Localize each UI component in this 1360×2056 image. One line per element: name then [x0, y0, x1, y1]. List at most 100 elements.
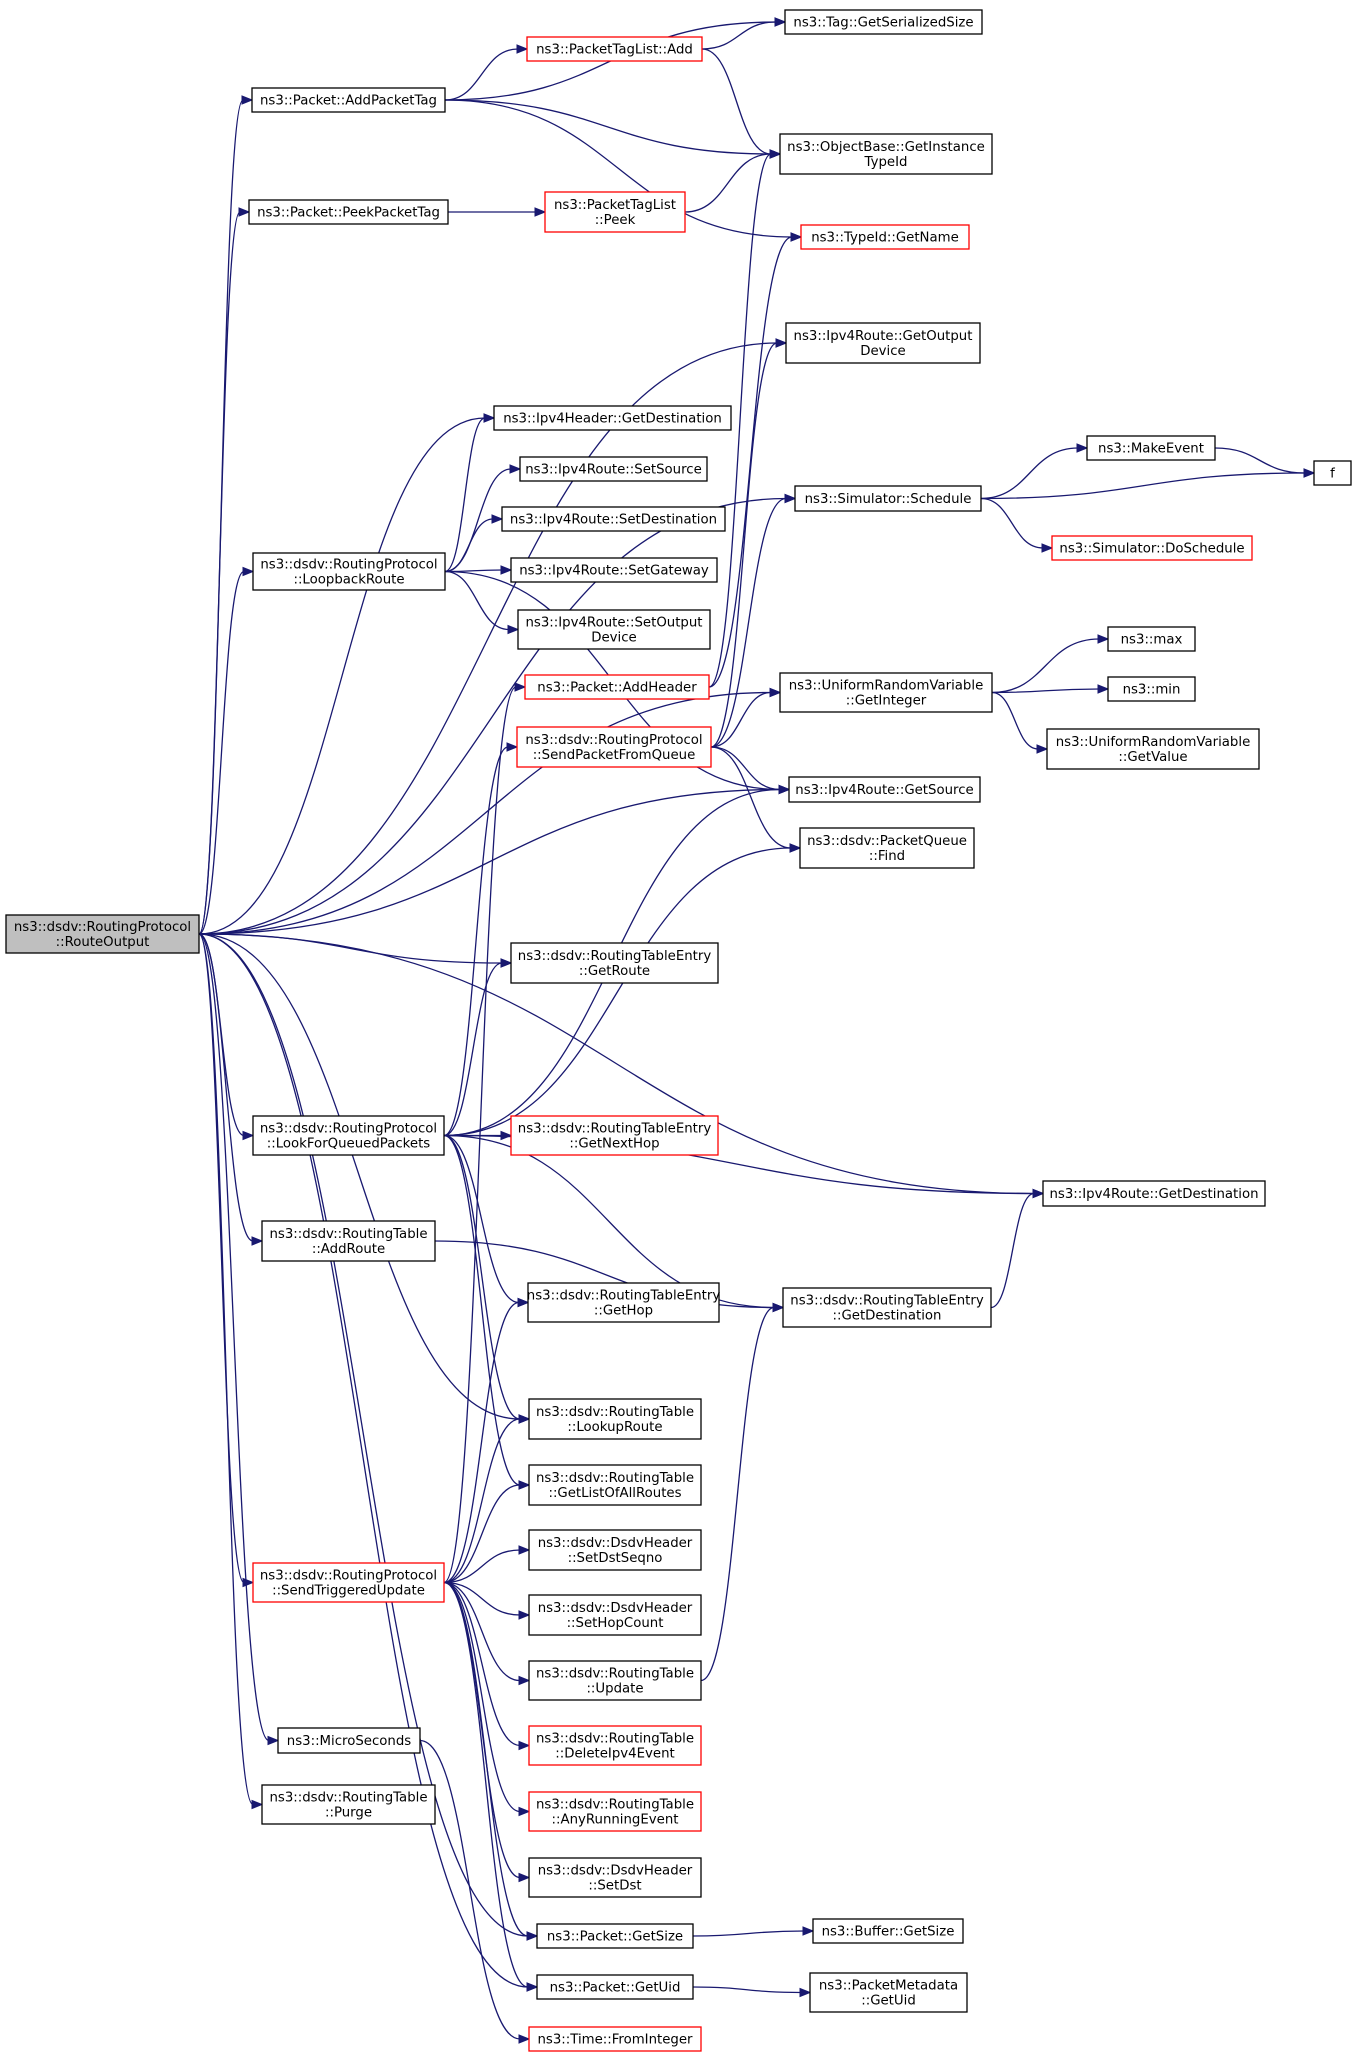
node-ipv4route-get-destination[interactable]: ns3::Ipv4Route::GetDestination	[1042, 1180, 1266, 1207]
node-packet-get-uid[interactable]: ns3::Packet::GetUid	[536, 1974, 694, 2000]
node-box	[1107, 626, 1196, 652]
node-ipv4header-get-destination[interactable]: ns3::Ipv4Header::GetDestination	[493, 405, 732, 431]
node-box	[251, 87, 446, 113]
node-box	[528, 1529, 702, 1571]
node-label: ns3::dsdv::RoutingTable	[536, 1732, 694, 1747]
node-packet-get-size[interactable]: ns3::Packet::GetSize	[536, 1923, 694, 1949]
node-label: ns3::UniformRandomVariable	[789, 679, 984, 694]
call-edge-packet_add_header-to-object_base_get_instance_type_id	[708, 149, 782, 688]
node-ipv4route-set-destination[interactable]: ns3::Ipv4Route::SetDestination	[501, 506, 726, 532]
node-dsdv-header-set-dst[interactable]: ns3::dsdv::DsdvHeader::SetDst	[528, 1857, 702, 1898]
call-edge-look_for_queued_packets-to-rte_get_route	[443, 958, 513, 1137]
call-edge-send_triggered_update-to-rt_any_running_event	[443, 1581, 531, 1817]
node-dsdv-header-set-hop-count[interactable]: ns3::dsdv::DsdvHeader::SetHopCount	[528, 1594, 702, 1636]
node-label: ::LoopbackRoute	[293, 573, 404, 588]
node-box	[5, 914, 200, 954]
node-label: Device	[591, 631, 636, 646]
node-rte-get-route[interactable]: ns3::dsdv::RoutingTableEntry::GetRoute	[510, 942, 719, 984]
node-rt-any-running-event[interactable]: ns3::dsdv::RoutingTable::AnyRunningEvent	[528, 1791, 702, 1832]
node-send-triggered-update[interactable]: ns3::dsdv::RoutingProtocol::SendTriggere…	[252, 1562, 445, 1603]
node-rte-get-next-hop[interactable]: ns3::dsdv::RoutingTableEntry::GetNextHop	[510, 1115, 719, 1156]
node-rt-lookup-route[interactable]: ns3::dsdv::RoutingTable::LookupRoute	[528, 1398, 702, 1440]
node-box	[779, 672, 993, 713]
node-rte-get-destination[interactable]: ns3::dsdv::RoutingTableEntry::GetDestina…	[782, 1287, 992, 1328]
node-label: ns3::Tag::GetSerializedSize	[793, 16, 973, 31]
node-label: ns3::max	[1121, 633, 1183, 648]
node-rt-get-list-of-all-routes[interactable]: ns3::dsdv::RoutingTable::GetListOfAllRou…	[528, 1464, 702, 1506]
node-send-packet-from-queue[interactable]: ns3::dsdv::RoutingProtocol::SendPacketFr…	[516, 726, 712, 768]
node-max[interactable]: ns3::max	[1107, 626, 1196, 652]
call-edge-rte_get_destination-to-ipv4route_get_destination	[990, 1188, 1045, 1309]
node-label: Device	[860, 344, 905, 359]
node-time-from-integer[interactable]: ns3::Time::FromInteger	[528, 2026, 702, 2052]
node-label: ns3::Buffer::GetSize	[822, 1925, 955, 1940]
node-peek-packet-tag[interactable]: ns3::Packet::PeekPacketTag	[248, 199, 449, 225]
call-edge-send_packet_from_queue-to-ipv4route_get_output_device	[710, 338, 788, 748]
node-box	[527, 1282, 720, 1323]
node-ipv4route-set-source[interactable]: ns3::Ipv4Route::SetSource	[519, 456, 708, 482]
node-packet-tag-list-peek[interactable]: ns3::PacketTagList::Peek	[544, 191, 686, 233]
node-rt-delete-ipv4-event[interactable]: ns3::dsdv::RoutingTable::DeleteIpv4Event	[528, 1725, 702, 1766]
node-tag-get-serialized-size[interactable]: ns3::Tag::GetSerializedSize	[784, 9, 983, 35]
call-edge-send_triggered_update-to-rt_update	[443, 1581, 531, 1686]
node-box	[800, 224, 970, 250]
call-edge-send_triggered_update-to-rte_get_hop	[443, 1297, 530, 1584]
call-edge-send_triggered_update-to-rt_lookup_route	[443, 1414, 531, 1584]
node-uniform-get-value[interactable]: ns3::UniformRandomVariable::GetValue	[1046, 728, 1260, 770]
node-min[interactable]: ns3::min	[1107, 676, 1196, 702]
node-box	[779, 133, 993, 175]
node-packet-queue-find[interactable]: ns3::dsdv::PacketQueue::Find	[799, 827, 975, 869]
node-f[interactable]: f	[1313, 460, 1352, 486]
node-packet-tag-list-add[interactable]: ns3::PacketTagList::Add	[526, 36, 703, 62]
node-box	[1046, 728, 1260, 770]
node-label: ns3::min	[1123, 683, 1181, 698]
node-rt-add-route[interactable]: ns3::dsdv::RoutingTable::AddRoute	[261, 1220, 436, 1262]
node-box	[528, 1594, 702, 1636]
node-type-id-get-name[interactable]: ns3::TypeId::GetName	[800, 224, 970, 250]
call-edge-send_triggered_update-to-packet_get_uid	[443, 1581, 539, 1992]
node-label: ns3::PacketMetadata	[819, 1979, 958, 1994]
node-rt-update[interactable]: ns3::dsdv::RoutingTable::Update	[528, 1660, 702, 1701]
call-edge-send_triggered_update-to-packet_get_size	[443, 1581, 539, 1941]
node-box	[277, 1727, 421, 1754]
node-ipv4route-get-source[interactable]: ns3::Ipv4Route::GetSource	[788, 776, 981, 803]
node-make-event[interactable]: ns3::MakeEvent	[1086, 435, 1216, 461]
node-ipv4route-set-gateway[interactable]: ns3::Ipv4Route::SetGateway	[510, 557, 718, 583]
node-packet-add-header[interactable]: ns3::Packet::AddHeader	[524, 674, 710, 700]
call-edge-peek_packet_tag-to-packet_tag_list_peek	[448, 207, 547, 217]
node-box	[1107, 676, 1196, 702]
node-label: ns3::dsdv::RoutingProtocol	[260, 558, 437, 573]
node-look-for-queued-packets[interactable]: ns3::dsdv::RoutingProtocol::LookForQueue…	[252, 1115, 445, 1156]
node-box	[510, 1115, 719, 1156]
node-label: ::RouteOutput	[56, 935, 150, 950]
node-label: ns3::dsdv::PacketQueue	[807, 834, 967, 849]
node-box	[526, 36, 703, 62]
node-label: ns3::dsdv::RoutingTable	[536, 1667, 694, 1682]
node-packet-metadata-get-uid[interactable]: ns3::PacketMetadata::GetUid	[809, 1972, 968, 2013]
node-loopback-route[interactable]: ns3::dsdv::RoutingProtocol::LoopbackRout…	[252, 552, 446, 591]
call-edge-send_triggered_update-to-packet_add_header	[443, 682, 527, 1584]
node-simulator-schedule[interactable]: ns3::Simulator::Schedule	[794, 485, 982, 512]
node-box	[809, 1972, 968, 2013]
node-label: ::AddRoute	[312, 1242, 385, 1257]
node-box	[1086, 435, 1216, 461]
node-uniform-get-integer[interactable]: ns3::UniformRandomVariable::GetInteger	[779, 672, 993, 713]
node-add-packet-tag[interactable]: ns3::Packet::AddPacketTag	[251, 87, 446, 113]
node-box	[794, 485, 982, 512]
call-edge-look_for_queued_packets-to-send_packet_from_queue	[443, 742, 519, 1137]
node-box	[528, 1464, 702, 1506]
node-rte-get-hop[interactable]: ns3::dsdv::RoutingTableEntry::GetHop	[527, 1282, 721, 1323]
node-route-output[interactable]: ns3::dsdv::RoutingProtocol::RouteOutput	[5, 914, 200, 954]
node-label: ::GetHop	[594, 1304, 653, 1319]
call-edge-uniform_get_integer-to-max	[991, 634, 1110, 694]
node-dsdv-header-set-dst-seqno[interactable]: ns3::dsdv::DsdvHeader::SetDstSeqno	[528, 1529, 702, 1571]
node-micro-seconds[interactable]: ns3::MicroSeconds	[277, 1727, 421, 1754]
node-rt-purge[interactable]: ns3::dsdv::RoutingTable::Purge	[261, 1784, 436, 1825]
node-buffer-get-size[interactable]: ns3::Buffer::GetSize	[812, 1918, 964, 1944]
node-simulator-do-schedule[interactable]: ns3::Simulator::DoSchedule	[1051, 535, 1253, 561]
node-box	[248, 199, 449, 225]
